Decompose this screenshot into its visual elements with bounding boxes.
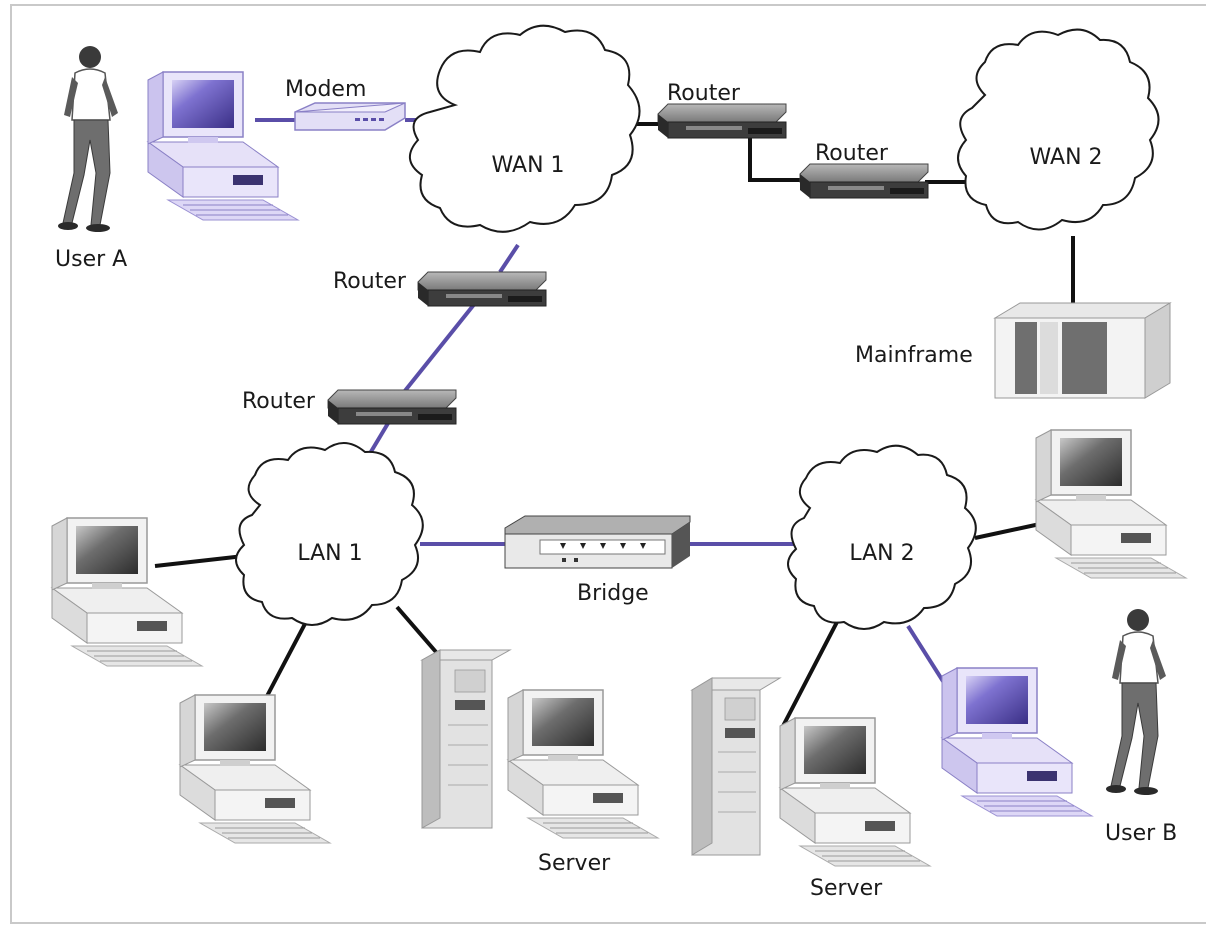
link-lan2-server bbox=[780, 621, 839, 729]
cloud-icon bbox=[787, 444, 977, 630]
router-label: Router bbox=[667, 81, 741, 106]
computer-icon bbox=[941, 667, 1093, 817]
cloud-label: WAN 2 bbox=[1029, 145, 1102, 170]
router-right: Router bbox=[799, 141, 929, 199]
bridge: Bridge bbox=[504, 515, 691, 606]
cloud-label: WAN 1 bbox=[491, 153, 564, 178]
user-b: User B bbox=[1105, 608, 1177, 846]
cloud-label: LAN 2 bbox=[849, 541, 914, 566]
link-lan2-pc bbox=[974, 522, 1041, 540]
server-2: Server bbox=[690, 677, 883, 901]
modem-icon bbox=[294, 102, 406, 131]
person-icon bbox=[57, 45, 119, 233]
computer-icon bbox=[507, 689, 659, 839]
cloud-icon bbox=[235, 442, 424, 626]
link-lan1-pc bbox=[264, 619, 309, 699]
router-label: Router bbox=[815, 141, 889, 166]
mainframe: Mainframe bbox=[855, 302, 1172, 399]
cloud-lan1: LAN 1 bbox=[235, 442, 424, 626]
link-wan1-router bbox=[498, 243, 520, 274]
router-top: Router bbox=[657, 81, 787, 139]
bridge-icon bbox=[504, 515, 691, 569]
link-lan1-server bbox=[395, 605, 438, 654]
cloud-label: LAN 1 bbox=[297, 541, 362, 566]
computer-icon bbox=[51, 517, 203, 667]
user-a: User A bbox=[55, 45, 127, 272]
router-low: Router bbox=[242, 389, 457, 425]
modem-label: Modem bbox=[285, 77, 366, 102]
user-a-label: User A bbox=[55, 247, 127, 272]
computer-icon bbox=[179, 694, 331, 844]
router-icon bbox=[799, 163, 929, 199]
router-label: Router bbox=[333, 269, 407, 294]
server-tower-icon bbox=[420, 649, 512, 829]
connection-links bbox=[154, 118, 1075, 729]
router-icon bbox=[657, 103, 787, 139]
computer-icon bbox=[779, 717, 931, 867]
server-label: Server bbox=[810, 876, 883, 901]
computer-icon bbox=[1035, 429, 1187, 579]
server-1: Server bbox=[420, 649, 611, 876]
router-icon bbox=[327, 389, 457, 425]
cloud-wan2: WAN 2 bbox=[957, 28, 1160, 231]
cloud-lan2: LAN 2 bbox=[787, 444, 977, 630]
cloud-icon bbox=[409, 24, 641, 233]
cloud-icon bbox=[957, 28, 1160, 231]
router-icon bbox=[417, 271, 547, 307]
link-router-router bbox=[748, 138, 805, 182]
modem: Modem bbox=[285, 77, 406, 131]
person-icon bbox=[1105, 608, 1167, 796]
user-b-label: User B bbox=[1105, 821, 1177, 846]
link-router-router bbox=[402, 300, 478, 394]
server-tower-icon bbox=[690, 677, 782, 856]
bridge-label: Bridge bbox=[577, 581, 649, 606]
mainframe-label: Mainframe bbox=[855, 343, 973, 368]
mainframe-icon bbox=[993, 302, 1172, 399]
cloud-wan1: WAN 1 bbox=[409, 24, 641, 233]
router-mid: Router bbox=[333, 269, 547, 307]
router-label: Router bbox=[242, 389, 316, 414]
server-label: Server bbox=[538, 851, 611, 876]
link-lan1-pc bbox=[154, 554, 245, 568]
computer-icon bbox=[147, 71, 299, 221]
